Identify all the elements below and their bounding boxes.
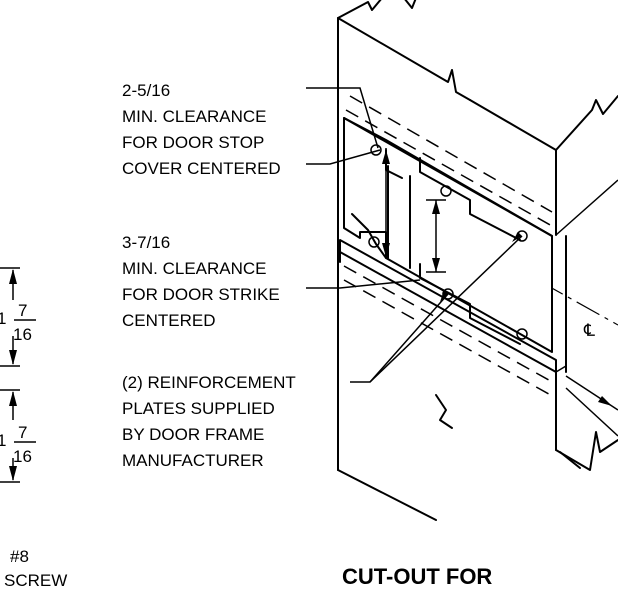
note-reinforcement-line-3: BY DOOR FRAME [122, 425, 264, 444]
note-reinforcement-line-1: (2) REINFORCEMENT [122, 373, 296, 392]
dimension-upper-numerator: 7 [18, 301, 27, 320]
note-stop-line-2: MIN. CLEARANCE [122, 107, 267, 126]
reinforcement-plate-lower [339, 235, 567, 399]
dimension-lower-numerator: 7 [18, 423, 27, 442]
dimension-lower-denominator: 16 [13, 447, 32, 466]
note-reinforcement-line-4: MANUFACTURER [122, 451, 264, 470]
note-strike-line-4: CENTERED [122, 311, 216, 330]
clearance-dimension-arrows [382, 148, 446, 273]
reinforcement-plate-upper [343, 95, 553, 353]
side-dimension-arrow [565, 375, 618, 411]
note-strike-line-2: MIN. CLEARANCE [122, 259, 267, 278]
note-strike-line-1: 3-7/16 [122, 233, 170, 252]
dimension-lower: 1 7 16 [0, 389, 36, 483]
dimension-upper-whole: 1 [0, 309, 6, 328]
dimension-upper: 1 7 16 [0, 267, 36, 367]
note-reinforcement-line-2: PLATES SUPPLIED [122, 399, 275, 418]
note-reinforcement: (2) REINFORCEMENT PLATES SUPPLIED BY DOO… [122, 373, 296, 470]
leader-lines [306, 87, 523, 383]
note-stop-clearance: 2-5/16 MIN. CLEARANCE FOR DOOR STOP COVE… [122, 81, 281, 178]
note-stop-line-3: FOR DOOR STOP [122, 133, 264, 152]
dimension-lower-whole: 1 [0, 431, 6, 450]
note-stop-line-1: 2-5/16 [122, 81, 170, 100]
screw-label-line-1: #8 [10, 547, 29, 566]
screw-label-line-2: SCREW [4, 571, 67, 590]
note-strike-line-3: FOR DOOR STRIKE [122, 285, 280, 304]
drawing-title: CUT-OUT FOR [342, 564, 492, 589]
note-strike-clearance: 3-7/16 MIN. CLEARANCE FOR DOOR STRIKE CE… [122, 233, 280, 330]
note-stop-line-4: COVER CENTERED [122, 159, 281, 178]
screw-label: #8 SCREW [4, 547, 67, 590]
centerline-symbol: ℄ [583, 321, 595, 340]
dimension-upper-denominator: 16 [13, 325, 32, 344]
